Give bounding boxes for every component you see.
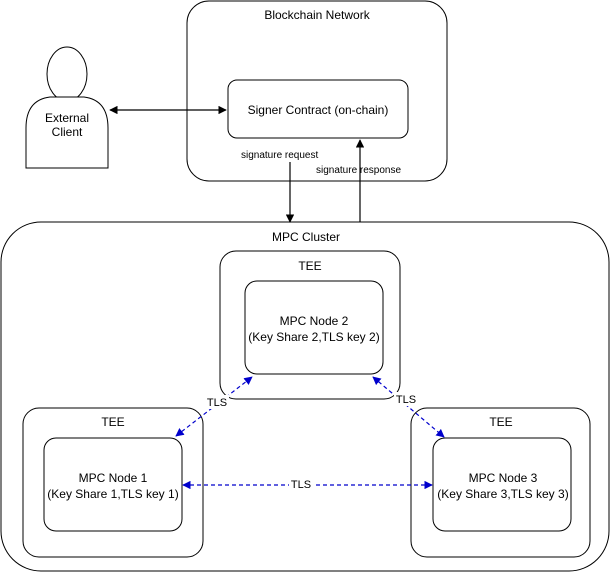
tee-label-node3: TEE xyxy=(489,415,512,429)
signature-request-label: signature request xyxy=(241,150,318,161)
mpc-node-3-detail: (Key Share 3,TLS key 3) xyxy=(437,487,568,501)
tee-label-node2: TEE xyxy=(298,259,321,273)
mpc-node-1-name: MPC Node 1 xyxy=(79,471,148,485)
tls-label-node1-node2: TLS xyxy=(207,397,227,409)
blockchain-network-title: Blockchain Network xyxy=(264,8,370,22)
tls-link-node2-node3 xyxy=(372,376,445,438)
mpc-node-3-name: MPC Node 3 xyxy=(469,471,538,485)
mpc-node-1-detail: (Key Share 1,TLS key 1) xyxy=(47,487,178,501)
tls-link-node1-node2 xyxy=(175,376,253,437)
tls-label-node1-node3: TLS xyxy=(291,479,311,491)
mpc-node-2-box xyxy=(244,280,384,375)
signer-contract-box xyxy=(227,79,409,139)
external-client-actor-icon xyxy=(25,46,109,169)
tls-label-node2-node3: TLS xyxy=(396,394,416,406)
tee-label-node1: TEE xyxy=(101,415,124,429)
mpc-node-2-detail: (Key Share 2,TLS key 2) xyxy=(248,330,379,344)
external-client-label: External xyxy=(45,111,89,125)
mpc-node-3-box xyxy=(432,437,572,532)
mpc-node-2-name: MPC Node 2 xyxy=(280,314,349,328)
mpc-node-1-box xyxy=(43,437,183,532)
external-client-label-line2: Client xyxy=(52,125,83,139)
mpc-cluster-title: MPC Cluster xyxy=(272,230,340,244)
signature-response-label: signature response xyxy=(316,165,401,176)
signer-contract-label: Signer Contract (on-chain) xyxy=(248,103,389,117)
